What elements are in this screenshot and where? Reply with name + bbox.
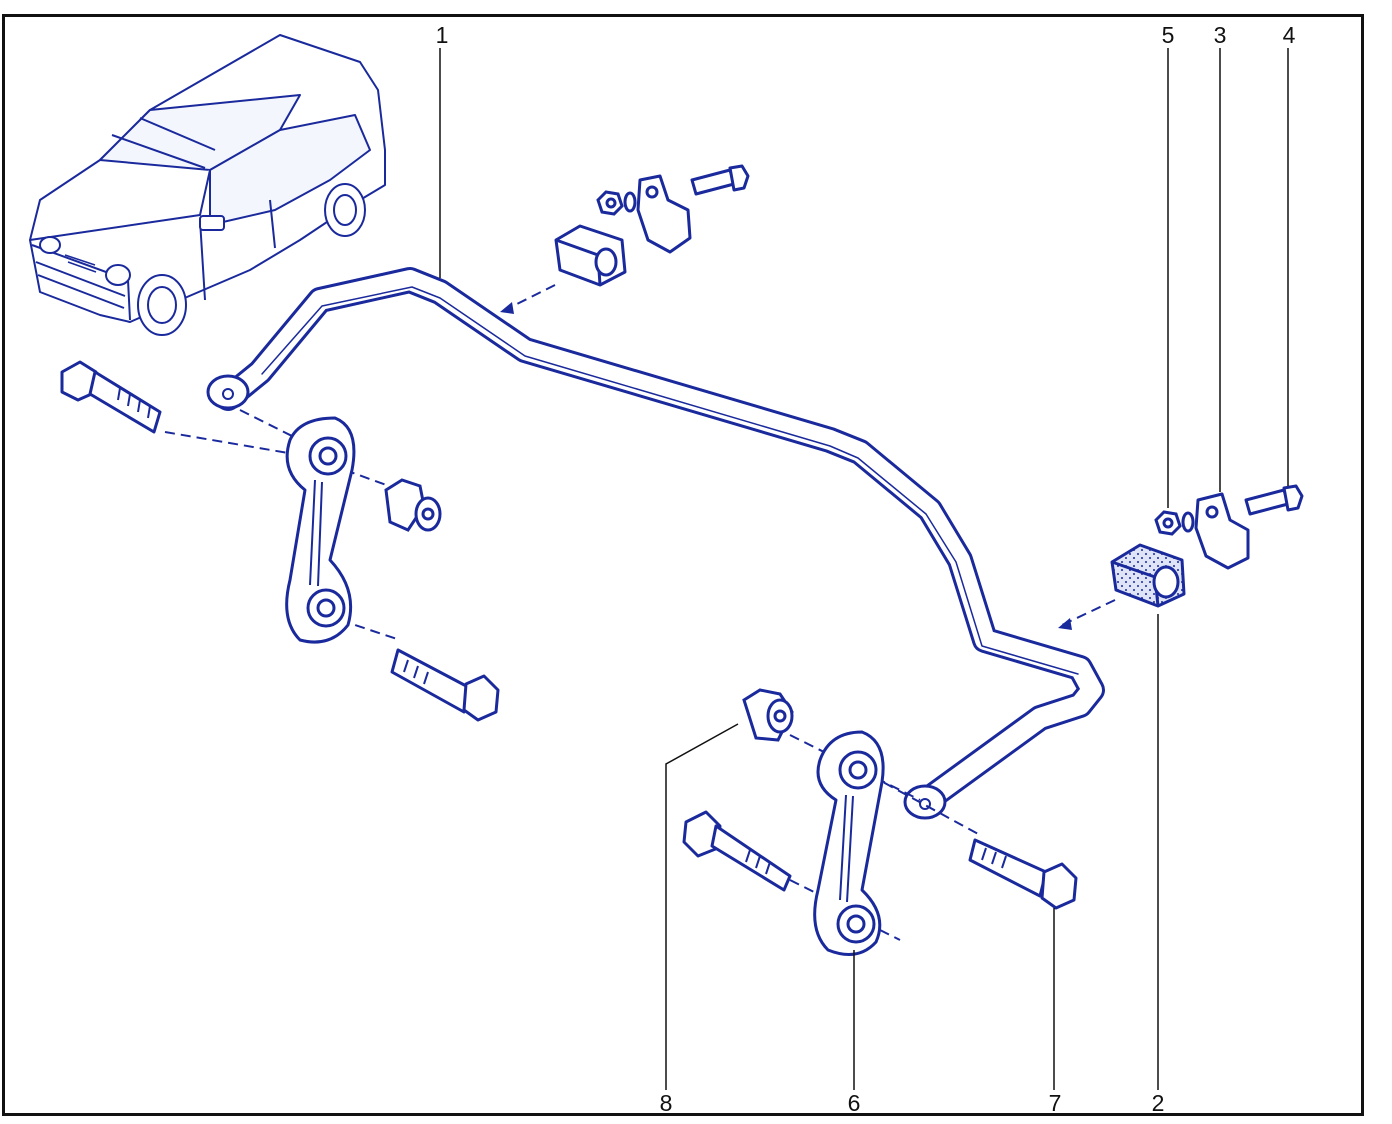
link-rod-right <box>813 730 885 956</box>
callout-8: 8 <box>659 1090 673 1116</box>
callout-6: 6 <box>847 1090 861 1116</box>
nut-left <box>384 478 442 532</box>
anti-roll-bar <box>206 267 1105 820</box>
bolt-right-left <box>682 810 792 892</box>
callout-1: 1 <box>435 22 449 48</box>
bolt-left-top <box>60 360 162 434</box>
vehicle-illustration <box>29 34 386 336</box>
nut-upper-right <box>1154 510 1195 536</box>
nut-upper-left <box>596 190 637 216</box>
bolt-upper-left <box>690 164 750 196</box>
bolt-right-right <box>968 838 1078 910</box>
nut-right <box>742 688 794 742</box>
callout-2: 2 <box>1151 1090 1165 1116</box>
link-rod-left <box>285 416 356 644</box>
bush-right <box>1110 543 1186 608</box>
callout-3: 3 <box>1213 22 1227 48</box>
assembly-arrows <box>500 302 1072 630</box>
clamp-left <box>636 174 692 254</box>
leader-lines <box>439 48 1289 1090</box>
bolt-upper-right <box>1244 484 1304 516</box>
clamp-right <box>1194 492 1250 570</box>
bush-left <box>554 224 627 287</box>
callout-5: 5 <box>1161 22 1175 48</box>
callout-7: 7 <box>1048 1090 1062 1116</box>
callout-4: 4 <box>1282 22 1296 48</box>
bolt-left-bottom <box>390 648 500 722</box>
